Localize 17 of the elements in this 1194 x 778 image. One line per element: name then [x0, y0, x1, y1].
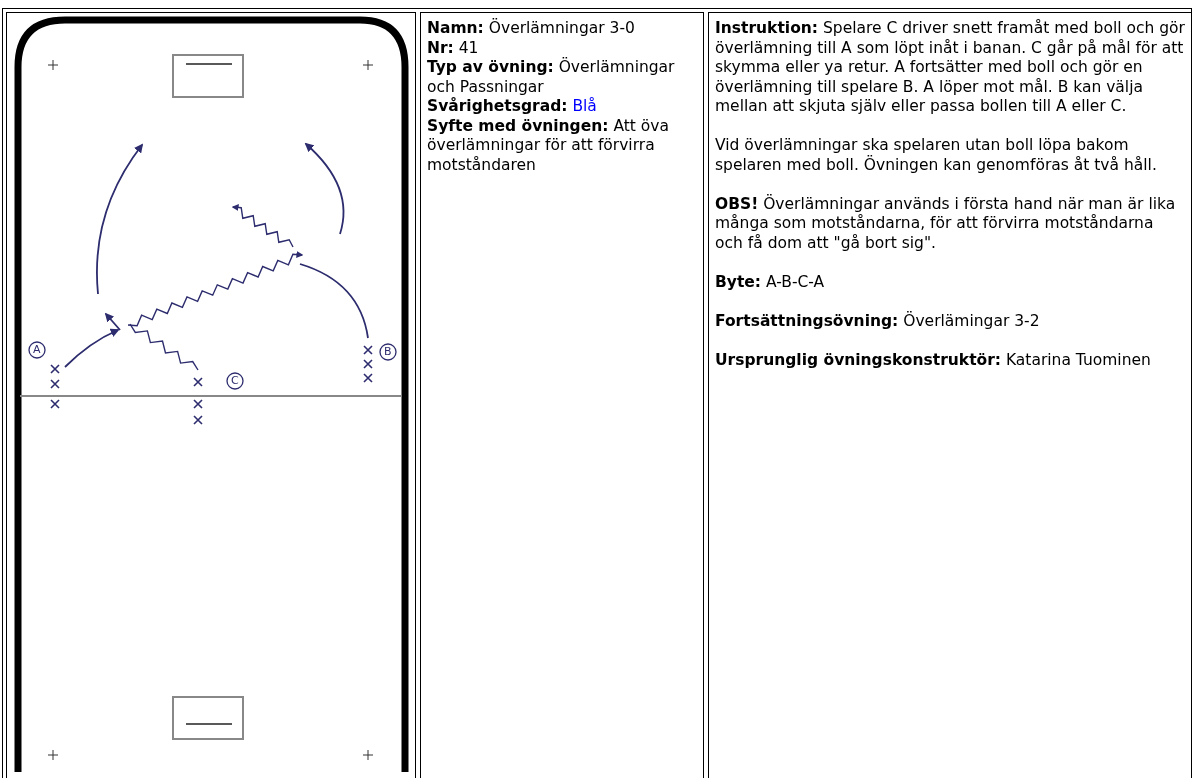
- info-text: OBS! Överlämningar används i första hand när man är lika många som motståndarna, för att förvirra motståndarna och få dom att "gå bort sig".: [715, 194, 1176, 252]
- difficulty-link: Blå: [572, 97, 597, 115]
- info-text: Namn: Överlämningar 3-0: [427, 19, 635, 37]
- text-panel: [420, 12, 704, 778]
- info-text: Fortsättningsövning: Överlämingar 3-2: [715, 311, 1040, 330]
- player-letter: C: [231, 375, 239, 386]
- player-letter: B: [384, 346, 392, 357]
- info-text: Byte: A-B-C-A: [715, 272, 825, 291]
- info-text: Ursprunglig övningskonstruktör: Katarina Tuominen: [715, 350, 1151, 369]
- text-panel: [708, 12, 1192, 778]
- info-text: Vid överlämningar ska spelaren utan boll löpa bakom spelaren med boll. Övningen kan genomföras åt två håll.: [715, 136, 1157, 174]
- info-text: Syfte med övningen: Att öva överlämningar för att förvirra motståndaren: [427, 116, 669, 174]
- info-text: Instruktion: Spelare C driver snett framåt med boll och gör överlämning till A som löpt inåt i banan. C går på mål för att skymma eller ya retur. A fortsätter med boll och gör en överlämning till spelare B. A löper mot mål. B kan välja mellan att skjuta själv eller passa bollen till A eller C.: [715, 19, 1185, 115]
- info-text: Typ av övning: Överlämningar och Passningar: [427, 58, 675, 96]
- info-text: Nr: 41: [427, 38, 479, 57]
- player-letter: A: [33, 344, 41, 355]
- info-text: Svårighetsgrad:: [427, 97, 568, 115]
